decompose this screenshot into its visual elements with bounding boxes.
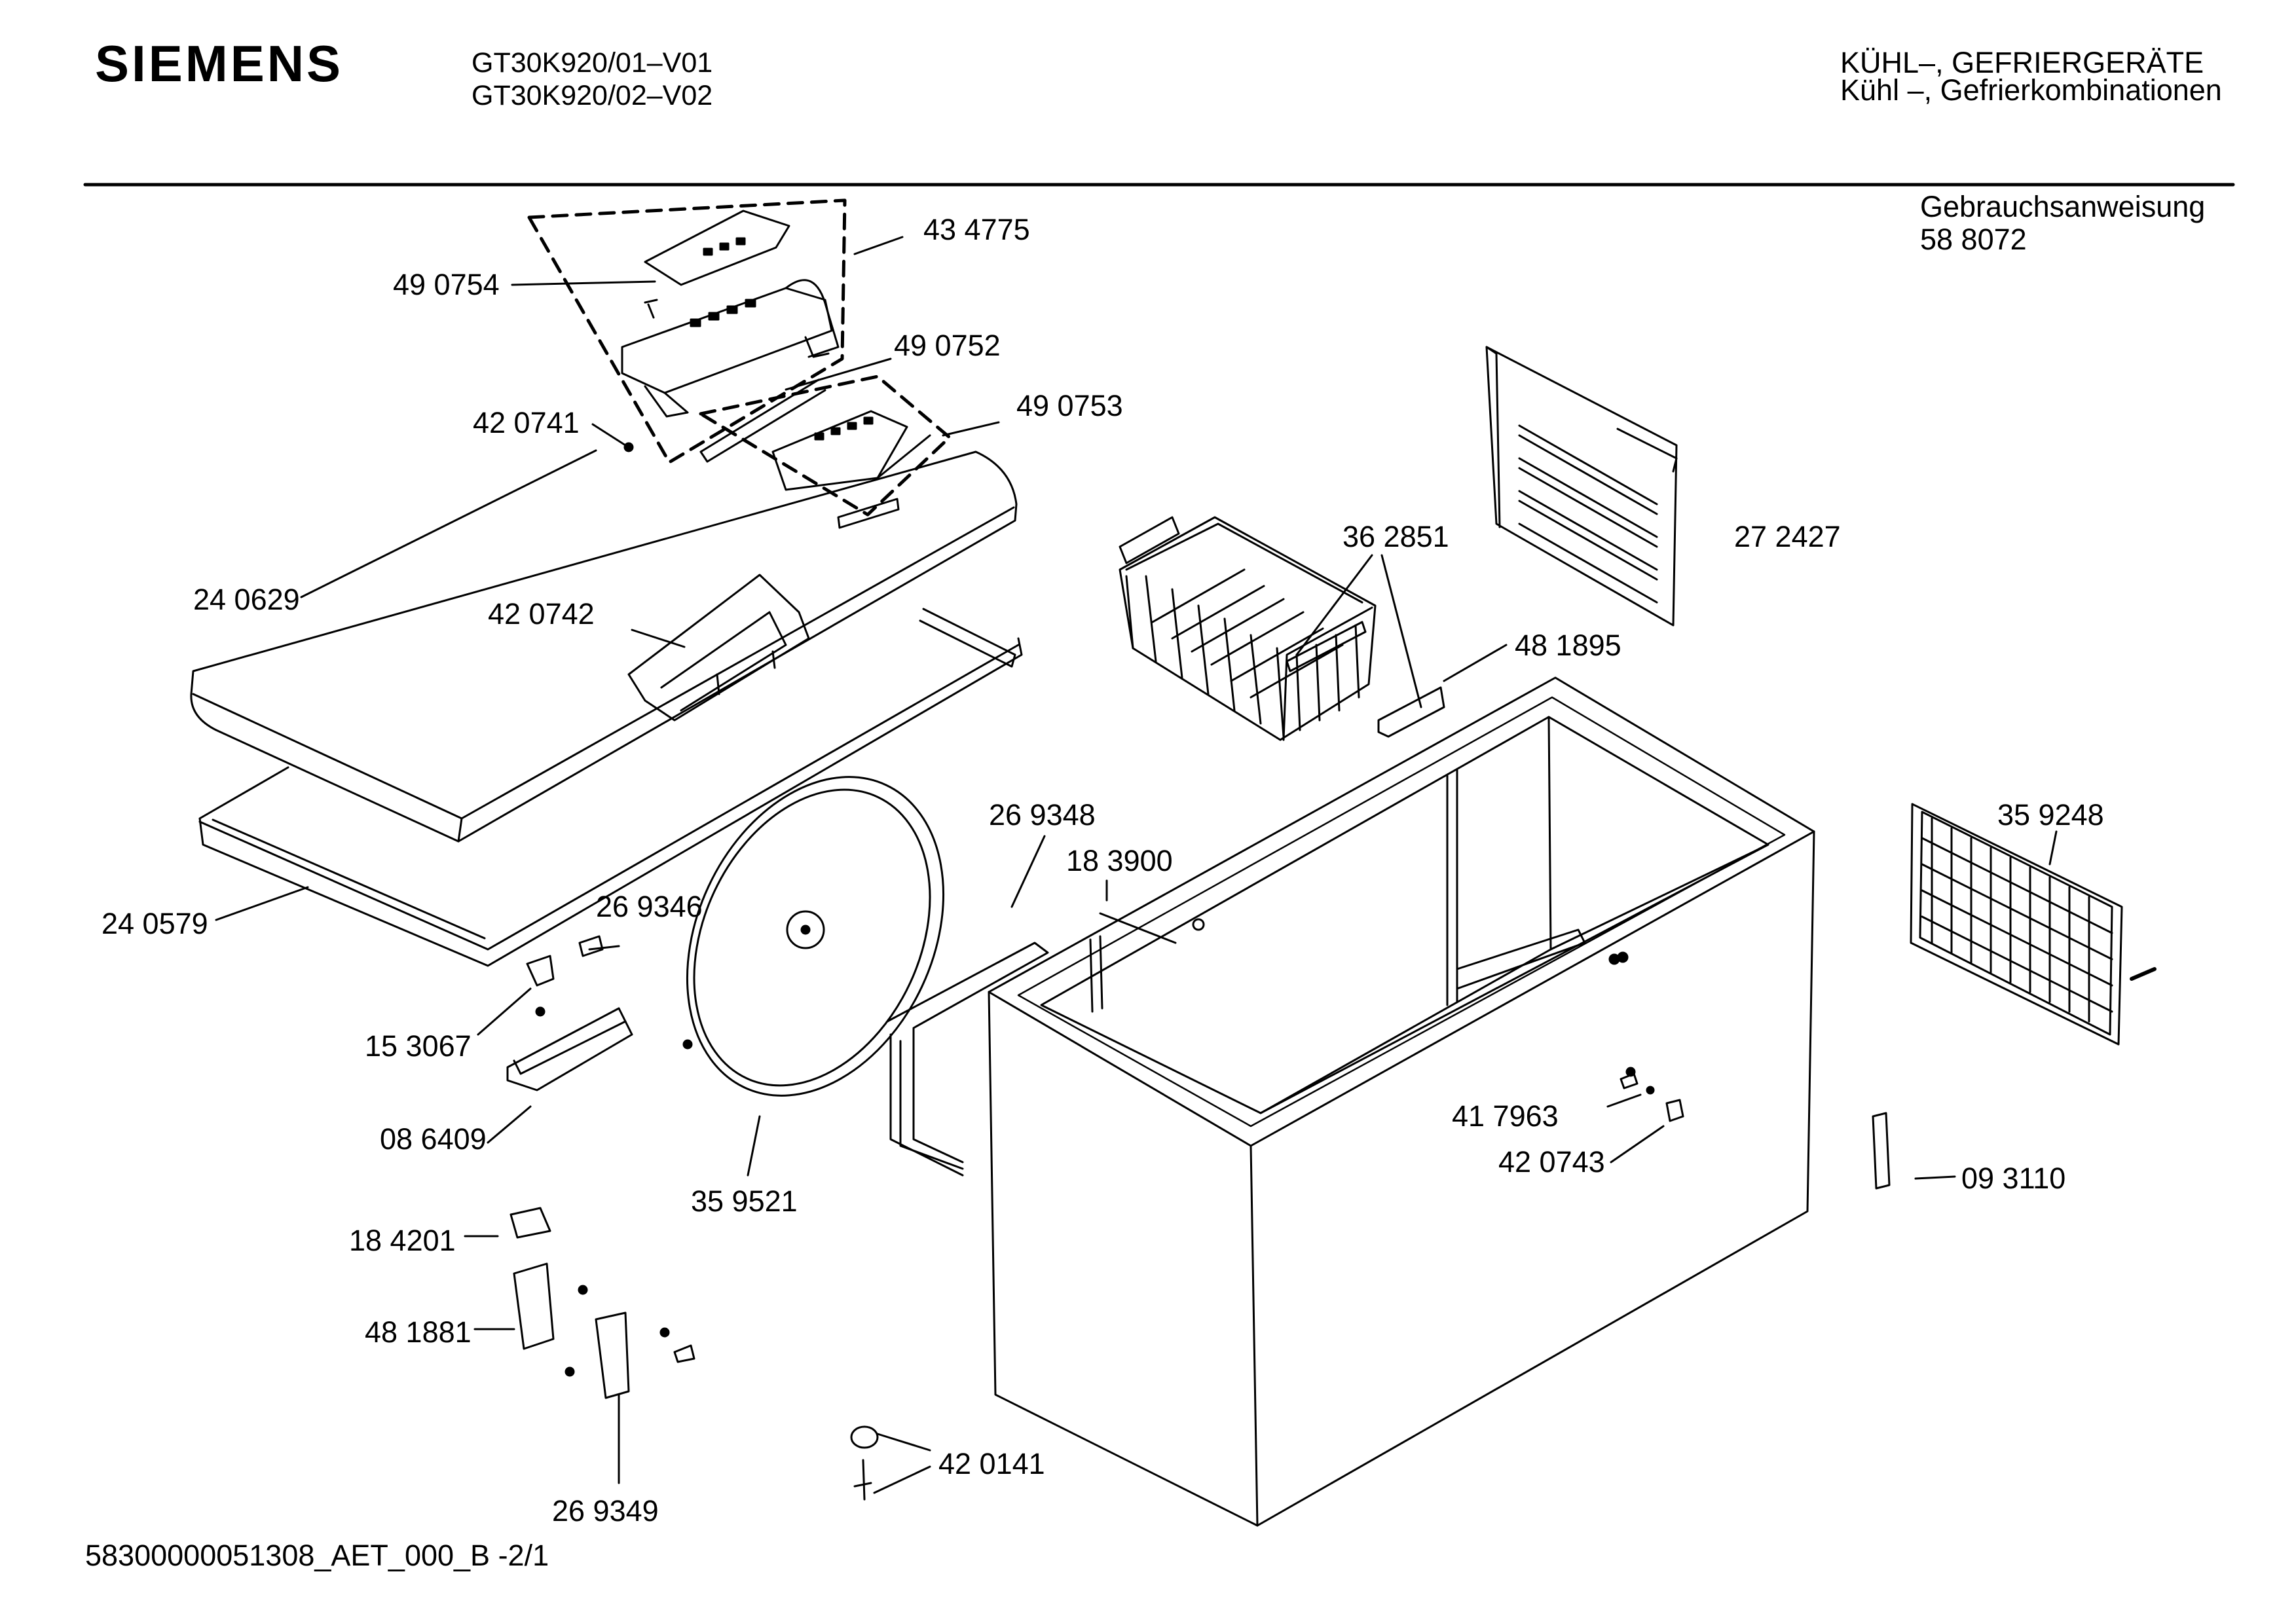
model-number-2: GT30K920/02–V02 [472, 80, 713, 111]
part-label-420141: 42 0141 [938, 1447, 1045, 1480]
part-label-490752: 49 0752 [894, 329, 1001, 362]
manual-number: 58 8072 [1920, 223, 2027, 256]
manual-title: Gebrauchsanweisung [1920, 190, 2206, 223]
part-label-420742: 42 0742 [488, 597, 595, 631]
part-label-417963: 41 7963 [1452, 1099, 1559, 1133]
control-panel-group [529, 200, 950, 528]
wire-basket [1120, 517, 1444, 740]
part-label-269346: 26 9346 [596, 890, 703, 923]
hinge-parts [508, 936, 1889, 1499]
shelf-divider [1487, 347, 1676, 625]
brand-logo: SIEMENS [95, 35, 344, 92]
part-label-420743: 42 0743 [1498, 1145, 1605, 1179]
category-title: KÜHL–, GEFRIERGERÄTE [1840, 46, 2204, 79]
model-number-1: GT30K920/01–V01 [472, 47, 713, 79]
freezer-cabinet [989, 678, 1814, 1526]
category-subtitle: Kühl –, Gefrierkombinationen [1840, 73, 2222, 107]
part-label-272427: 27 2427 [1734, 520, 1841, 553]
part-label-490754: 49 0754 [393, 268, 500, 301]
part-label-269348: 26 9348 [989, 798, 1096, 832]
lid [191, 452, 1016, 841]
part-label-269349: 26 9349 [552, 1494, 659, 1528]
part-label-184201: 18 4201 [349, 1224, 456, 1257]
part-label-362851: 36 2851 [1342, 520, 1449, 553]
door-gasket [200, 638, 1022, 966]
part-label-481881: 48 1881 [365, 1315, 472, 1349]
part-label-481895: 48 1895 [1515, 629, 1621, 662]
part-label-240629: 24 0629 [193, 583, 300, 616]
part-label-420741: 42 0741 [473, 406, 580, 439]
part-label-153067: 15 3067 [365, 1029, 472, 1063]
part-label-359248: 35 9248 [1997, 798, 2104, 832]
back-seal-wire [887, 913, 1176, 1175]
document-code: 58300000051308_AET_000_B -2/1 [85, 1539, 549, 1572]
part-label-183900: 18 3900 [1066, 844, 1173, 877]
part-label-490753: 49 0753 [1016, 389, 1123, 422]
part-label-240579: 24 0579 [102, 907, 208, 940]
rear-grille [1911, 804, 2155, 1044]
part-label-086409: 08 6409 [380, 1122, 487, 1156]
part-label-093110: 09 3110 [1961, 1162, 2066, 1195]
leader-lines [216, 237, 2056, 1493]
part-label-434775: 43 4775 [923, 213, 1030, 246]
round-cover-plate [638, 735, 993, 1137]
part-label-359521: 35 9521 [691, 1184, 798, 1218]
